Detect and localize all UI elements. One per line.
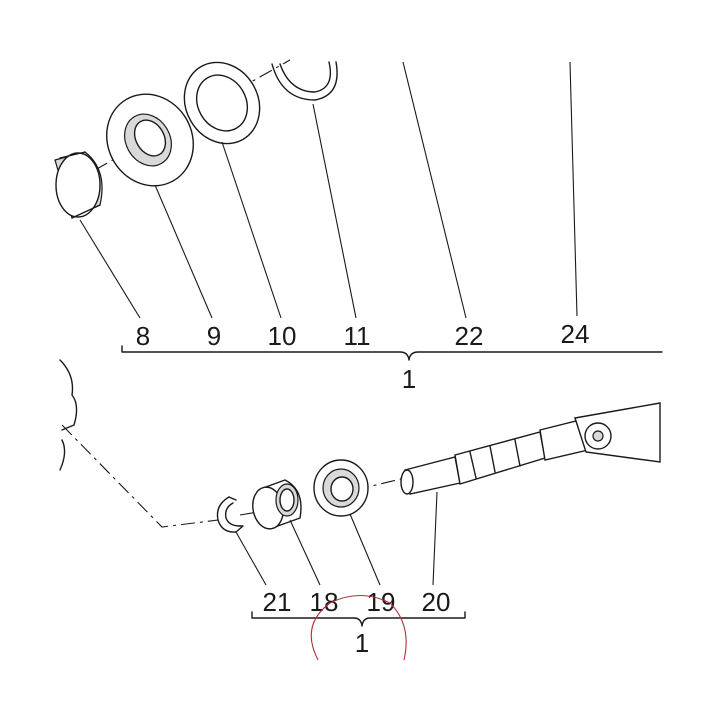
housing-fragment [59, 359, 78, 471]
part-21-clip [216, 496, 244, 533]
part-11-ring [271, 61, 338, 101]
upper-group-brace [121, 345, 663, 361]
part-18-needle-bearing [252, 479, 302, 530]
part-19-seal [313, 459, 369, 517]
callout-22: 22 [455, 321, 484, 351]
callout-8: 8 [136, 321, 150, 351]
part-8-bushing [54, 151, 103, 219]
callout-18: 18 [310, 587, 339, 617]
callout-19: 19 [367, 587, 396, 617]
lower-group-brace [251, 611, 466, 627]
lower-leader-lines [235, 491, 438, 586]
callout-24: 24 [561, 319, 590, 349]
lower-group-label: 1 [355, 628, 369, 658]
callout-11: 11 [344, 321, 371, 351]
lower-axis-line [61, 424, 219, 528]
part-20-shaft [400, 402, 661, 495]
callout-9: 9 [207, 321, 221, 351]
annotation-circle [310, 595, 407, 661]
upper-group-label: 1 [402, 364, 416, 394]
callout-10: 10 [268, 321, 297, 351]
part-9-seal [105, 93, 195, 187]
callout-21: 21 [263, 587, 292, 617]
part-10-washer [183, 61, 261, 145]
callout-20: 20 [422, 587, 451, 617]
upper-leader-lines [79, 61, 578, 319]
